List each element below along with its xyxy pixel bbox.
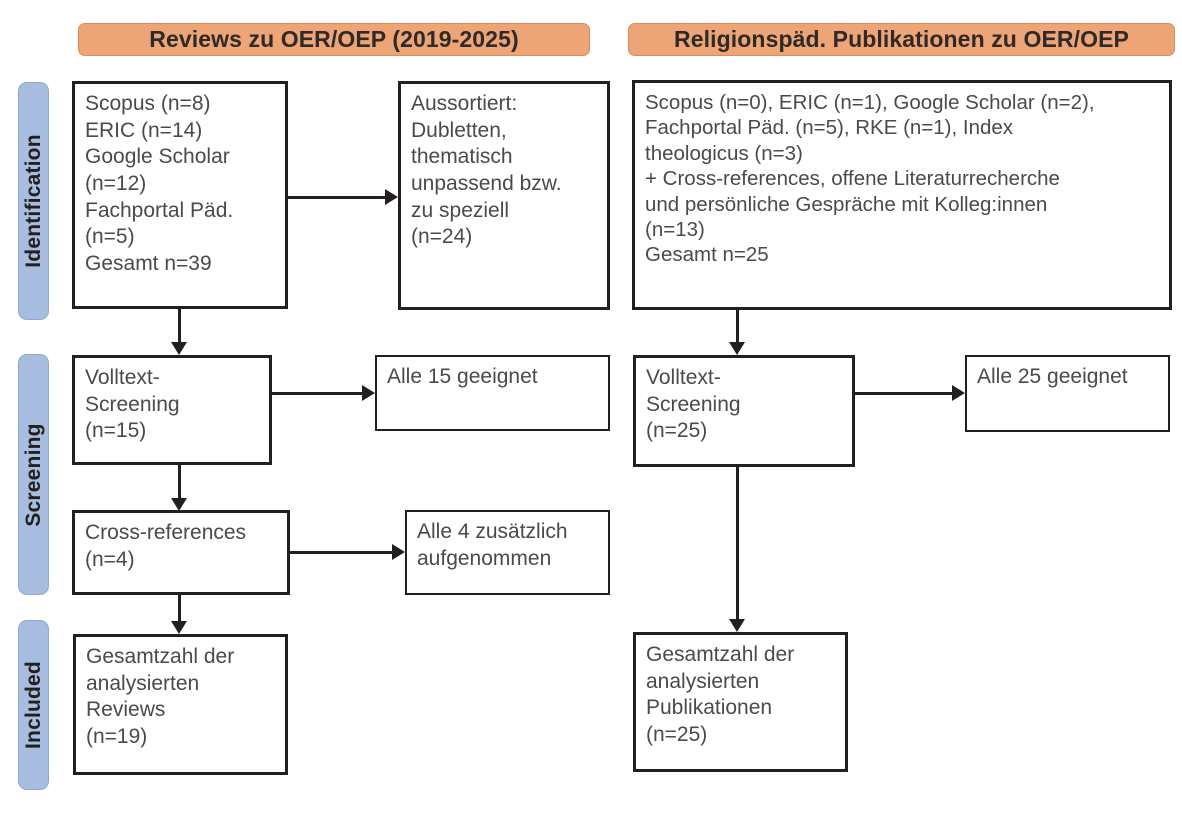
node-left-included-total: Gesamtzahl der analysierten Reviews (n=1…	[73, 634, 288, 775]
node-left-identification-sources: Scopus (n=8) ERIC (n=14) Google Scholar …	[72, 81, 288, 309]
arrowhead-left-crossref-to-included	[171, 621, 187, 634]
stage-label-identification: Identification	[21, 134, 45, 268]
node-left-fulltext-screening: Volltext- Screening (n=15)	[72, 355, 272, 465]
connector-left-screening-to-eligible	[272, 392, 362, 395]
connector-right-screening-to-eligible	[855, 392, 952, 395]
arrowhead-left-screening-to-crossref	[171, 498, 187, 511]
arrowhead-left-screening-to-eligible	[362, 385, 375, 401]
arrowhead-right-screening-to-eligible	[952, 385, 965, 401]
arrowhead-left-sources-to-excluded	[385, 189, 398, 205]
arrowhead-left-sources-to-screening	[171, 342, 187, 355]
connector-left-screening-to-crossref	[178, 465, 181, 498]
arrowhead-right-screening-to-included	[729, 619, 745, 632]
stage-label-included: Included	[21, 661, 45, 749]
stage-bar-identification: Identification	[18, 82, 49, 320]
stage-label-screening: Screening	[21, 422, 45, 527]
node-left-all-added: Alle 4 zusätzlich aufgenommen	[405, 510, 610, 595]
column-header-right: Religionspäd. Publikationen zu OER/OEP	[628, 23, 1175, 56]
arrowhead-right-sources-to-screening	[729, 342, 745, 355]
node-left-cross-references: Cross-references (n=4)	[72, 510, 290, 595]
connector-left-crossref-to-included	[178, 595, 181, 621]
node-right-all-eligible: Alle 25 geeignet	[965, 355, 1170, 432]
node-right-fulltext-screening: Volltext- Screening (n=25)	[633, 355, 855, 467]
column-header-left: Reviews zu OER/OEP (2019-2025)	[78, 23, 590, 56]
node-right-included-total: Gesamtzahl der analysierten Publikatione…	[633, 632, 848, 772]
node-left-all-eligible: Alle 15 geeignet	[375, 355, 610, 431]
arrowhead-left-crossref-to-added	[392, 544, 405, 560]
stage-bar-included: Included	[18, 620, 49, 790]
connector-right-screening-to-included	[736, 467, 739, 619]
node-left-excluded: Aussortiert: Dubletten, thematisch unpas…	[398, 81, 610, 310]
connector-left-sources-to-screening	[178, 309, 181, 342]
node-right-identification-sources: Scopus (n=0), ERIC (n=1), Google Scholar…	[632, 80, 1172, 310]
connector-left-crossref-to-added	[290, 551, 392, 554]
connector-left-sources-to-excluded	[288, 196, 385, 199]
stage-bar-screening: Screening	[18, 354, 49, 595]
connector-right-sources-to-screening	[736, 310, 739, 342]
